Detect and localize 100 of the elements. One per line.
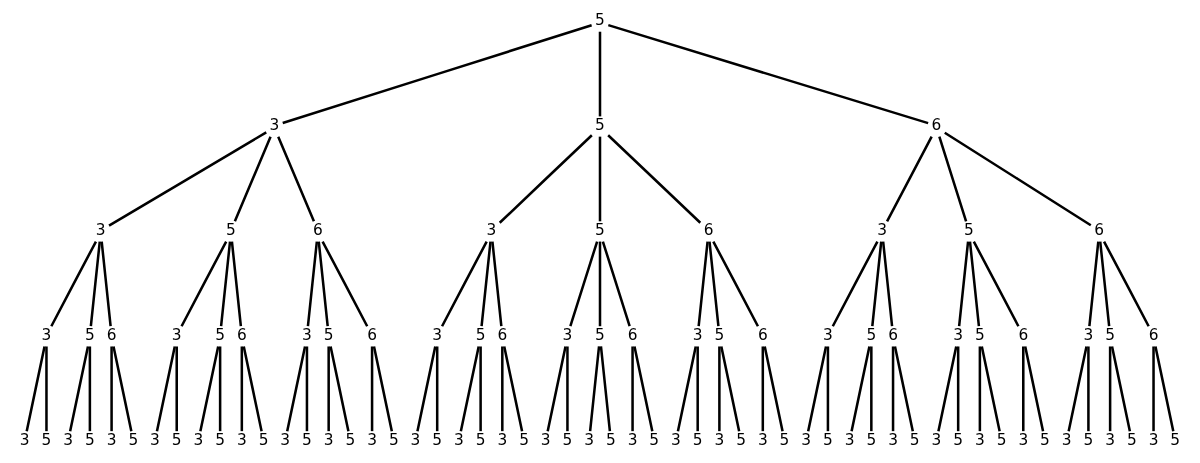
node-text: 3 [1148, 431, 1159, 450]
node-text: 6 [703, 221, 714, 240]
node-text: 5 [714, 326, 725, 345]
connector [498, 134, 593, 224]
node-text: 3 [931, 431, 942, 450]
node-text: 5 [562, 431, 573, 450]
node-text: 6 [367, 326, 377, 345]
node-text: 3 [974, 431, 985, 450]
connector [607, 134, 702, 224]
connector [459, 346, 480, 432]
connector [329, 346, 350, 432]
node-text: 3 [63, 431, 74, 450]
connector [199, 346, 220, 432]
node-text: 5 [779, 431, 790, 450]
node-text: 6 [1094, 221, 1105, 240]
node-text: 6 [312, 221, 323, 240]
node-text: 3 [486, 221, 497, 240]
node-text: 6 [1148, 326, 1159, 345]
connector [761, 346, 765, 432]
connector [944, 131, 1092, 227]
node-text: 5 [258, 431, 269, 450]
connector [1022, 346, 1025, 432]
node-text: 3 [150, 431, 160, 450]
connector [180, 240, 228, 327]
connector [100, 241, 112, 327]
node-text: 5 [302, 431, 312, 450]
node-text: 3 [1018, 431, 1029, 450]
connector [598, 136, 602, 222]
connector [277, 136, 316, 222]
connector [891, 346, 895, 432]
node-text: 5 [1040, 431, 1050, 450]
node-text: 5 [432, 431, 443, 450]
connector [938, 136, 968, 222]
connector [599, 346, 612, 432]
connector [370, 346, 374, 432]
node-text: 5 [323, 326, 334, 345]
node-text: 3 [280, 431, 291, 450]
connector [720, 346, 741, 432]
connector [233, 136, 272, 222]
connector [416, 346, 437, 432]
connector [218, 346, 222, 432]
connector [1067, 346, 1088, 432]
connector [1024, 346, 1045, 432]
connector [240, 346, 244, 432]
connector [696, 346, 699, 432]
connector [50, 240, 98, 327]
connector [480, 241, 492, 327]
node-text: 5 [605, 431, 616, 450]
node-text: 3 [236, 431, 247, 450]
node-text: 5 [595, 221, 605, 240]
node-text: 5 [823, 431, 833, 450]
node-text: 5 [345, 431, 356, 450]
node-text: 5 [226, 221, 236, 240]
connector [282, 24, 592, 125]
node-text: 6 [888, 326, 898, 345]
connector [697, 241, 709, 327]
node-text: 3 [714, 431, 725, 450]
connector [155, 346, 176, 432]
connector [25, 346, 46, 432]
node-text: 3 [41, 326, 52, 345]
node-text: 5 [595, 326, 605, 345]
node-text: 6 [757, 326, 768, 345]
connector [501, 346, 504, 432]
node-text: 3 [323, 431, 334, 450]
node-text: 5 [41, 431, 52, 450]
node-text: 5 [974, 326, 985, 345]
connector [491, 241, 503, 327]
connector [633, 346, 654, 432]
connector [1154, 346, 1175, 432]
node-text: 3 [193, 431, 204, 450]
connector [1108, 346, 1112, 432]
connector [566, 346, 569, 432]
node-text: 3 [95, 221, 106, 240]
node-text: 3 [823, 326, 833, 345]
connector [881, 241, 894, 327]
node-text: 6 [106, 326, 117, 345]
node-text: 3 [540, 431, 551, 450]
node-text: 5 [84, 431, 95, 450]
node-text: 3 [1105, 431, 1116, 450]
node-text: 3 [410, 431, 421, 450]
node-text: 5 [595, 116, 605, 135]
node-text: 3 [454, 431, 464, 450]
connector [871, 241, 883, 327]
node-text: 5 [953, 431, 964, 450]
connector [826, 346, 830, 432]
connector [435, 346, 439, 432]
node-text: 3 [888, 431, 898, 450]
node-text: 5 [692, 431, 703, 450]
node-text: 5 [996, 431, 1007, 450]
connector [440, 240, 488, 327]
connector [631, 346, 634, 432]
node-text: 3 [692, 326, 703, 345]
node-text: 5 [1083, 431, 1094, 450]
connector [1088, 241, 1100, 327]
connector [45, 346, 48, 432]
node-text: 6 [627, 326, 638, 345]
connector [885, 136, 933, 222]
node-text: 3 [106, 431, 117, 450]
node-text: 3 [627, 431, 638, 450]
connector [112, 346, 133, 432]
